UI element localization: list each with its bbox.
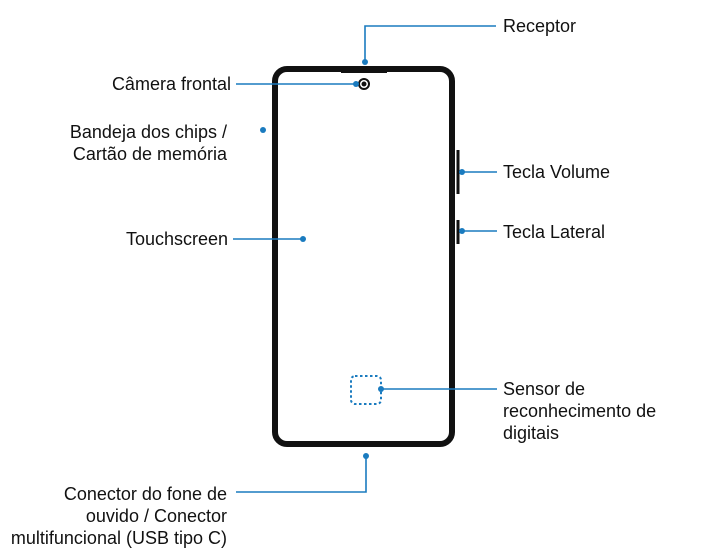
front-camera-lens <box>361 81 367 87</box>
label-tecla-lateral: Tecla Lateral <box>503 221 605 243</box>
label-bandeja: Bandeja dos chips / Cartão de memória <box>70 121 227 165</box>
label-conector-line3: multifuncional (USB tipo C) <box>10 528 227 548</box>
label-touchscreen: Touchscreen <box>126 228 228 250</box>
touchscreen-dot <box>300 236 306 242</box>
label-conector: Conector do fone de ouvido / Conector mu… <box>11 483 227 549</box>
label-tecla-volume-text: Tecla Volume <box>503 162 611 182</box>
label-camera-frontal: Câmera frontal <box>112 73 231 95</box>
label-conector-line1: Conector do fone de <box>63 484 227 504</box>
label-sensor-line1: Sensor de <box>503 379 586 399</box>
leader-lines <box>233 25 497 493</box>
volume-dot <box>459 169 465 175</box>
leader-dots <box>260 59 465 459</box>
label-touchscreen-text: Touchscreen <box>125 229 228 249</box>
lateral-dot <box>459 228 465 234</box>
label-sensor: Sensor de reconhecimento de digitais <box>503 378 656 444</box>
bandeja-dot <box>260 127 266 133</box>
label-receptor: Receptor <box>503 15 576 37</box>
label-bandeja-line1: Bandeja dos chips / <box>69 122 227 142</box>
label-tecla-lateral-text: Tecla Lateral <box>503 222 606 242</box>
label-sensor-line2: reconhecimento de <box>503 401 657 421</box>
receptor-dot <box>362 59 368 65</box>
label-receptor-text: Receptor <box>503 16 577 36</box>
label-sensor-line3: digitais <box>503 423 560 443</box>
phone-body <box>272 66 455 447</box>
conector-leader <box>236 456 367 493</box>
label-camera-frontal-text: Câmera frontal <box>111 74 231 94</box>
label-conector-line2: ouvido / Conector <box>85 506 227 526</box>
conector-dot <box>363 453 369 459</box>
label-bandeja-line2: Cartão de memória <box>72 144 227 164</box>
label-tecla-volume: Tecla Volume <box>503 161 610 183</box>
sensor-dot <box>378 386 384 392</box>
receptor-leader <box>364 25 496 62</box>
fingerprint-sensor <box>350 375 382 405</box>
camera-dot <box>353 81 359 87</box>
